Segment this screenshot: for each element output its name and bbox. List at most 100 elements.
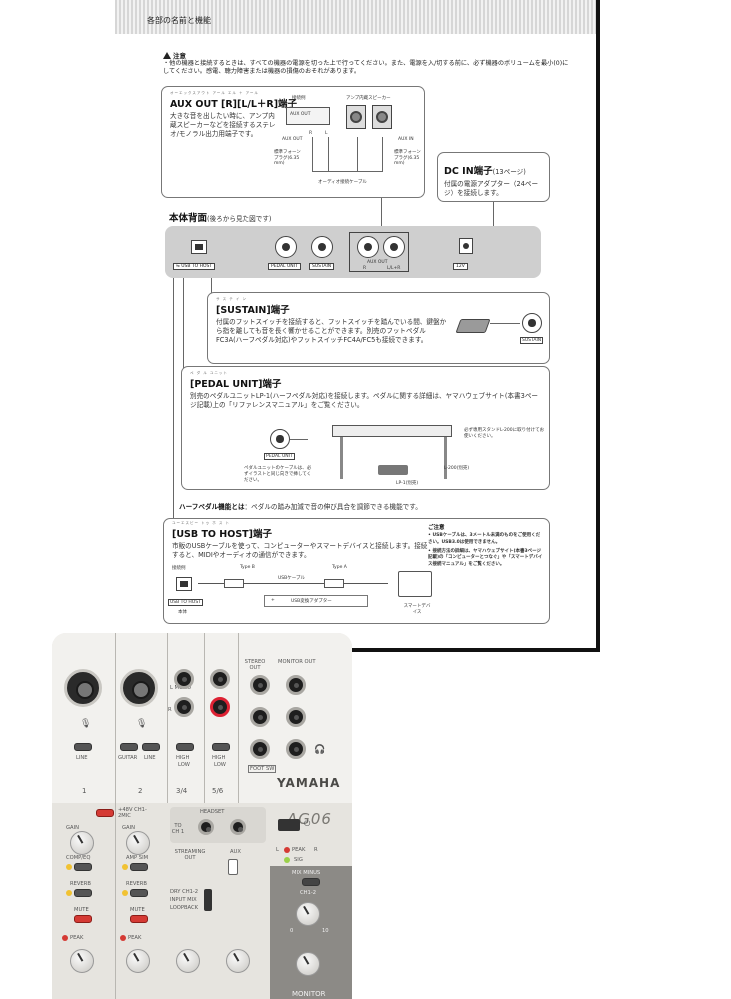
headset-mic-jack[interactable]: [198, 819, 214, 835]
warning-icon: [163, 52, 171, 59]
usb-to-host-box: ユーエスビー トゥ ホ ス ト [USB TO HOST]端子 市販のUSBケー…: [163, 518, 550, 624]
ch1-line-label: LINE: [76, 755, 88, 761]
mix-minus-label: MIX MINUS: [292, 870, 321, 876]
panel-aux-out-label: AUX OUT: [367, 260, 388, 265]
dc-in-page-ref: (13ページ): [492, 168, 526, 176]
reverb1-button[interactable]: [74, 889, 92, 897]
footswitch-sketch: [455, 319, 491, 333]
rear-subtitle: (後ろから見た図です): [207, 215, 272, 223]
headset-label: HEADSET: [200, 809, 225, 815]
sustain-box: サ ス テ イ ン [SUSTAIN]端子 付属のフットスイッチを接続すると、フ…: [207, 292, 550, 364]
mic-icon-1: 🎙: [80, 719, 92, 729]
ch34-r-label: R: [168, 707, 172, 713]
aux-device-sketch: AUX OUT: [286, 107, 330, 125]
panel-aux-l-label: L/L+R: [387, 266, 401, 271]
speaker-right: [372, 105, 392, 129]
headset-phones-jack[interactable]: [230, 819, 246, 835]
sustain-diagram-label: SUSTAIN: [520, 337, 544, 344]
phantom-power-button[interactable]: [96, 809, 114, 817]
mute2-button[interactable]: [130, 915, 148, 923]
sustain-body: 付属のフットスイッチを接続すると、フットスイッチを踏んでいる間、鍵盤から指を離し…: [216, 318, 447, 344]
ch2-level-knob[interactable]: [126, 949, 150, 973]
ch4-jack[interactable]: [174, 697, 194, 717]
stereo-out-l-jack[interactable]: [250, 675, 270, 695]
stereo-out-r-jack[interactable]: [250, 707, 270, 727]
ch56-gain-switch[interactable]: [212, 743, 230, 751]
rca-red-jack[interactable]: [210, 697, 230, 717]
comp-eq-label: COMP/EQ: [66, 855, 91, 861]
monitor-label: MONITOR: [292, 990, 326, 998]
rear-title: 本体背面: [169, 213, 208, 224]
monitor-out-r-jack[interactable]: [286, 707, 306, 727]
stand-note: 必ず専用スタンドL-200に取り付けてお使いください。: [464, 428, 545, 439]
monitor-section: MIX MINUS CH1-2 0 10 MONITOR: [270, 866, 352, 999]
channel-r-label: R: [309, 131, 313, 136]
channel-56-number: 5/6: [212, 787, 224, 795]
ch1-gain-knob[interactable]: [70, 831, 94, 855]
usb-symbol-icon: ⇋: [176, 264, 182, 269]
lp1-label: LP-1(別売): [396, 481, 419, 486]
sig-led-label: SIG: [294, 857, 303, 863]
aux-input-jack[interactable]: [228, 859, 238, 875]
adapter-plus: +: [271, 598, 275, 603]
ch1-combo-jack[interactable]: [64, 669, 102, 707]
pedal-sketch: [378, 465, 408, 475]
peak-led-label: PEAK: [292, 847, 306, 853]
pedal-ruby: ペ ダ ル ユニット: [190, 371, 228, 375]
usb-title: [USB TO HOST]端子: [172, 529, 273, 540]
rca-white-jack[interactable]: [210, 669, 230, 689]
smart-device-label: スマートデバイス: [403, 604, 431, 615]
ch34-level-knob[interactable]: [176, 949, 200, 973]
half-pedal-text: ：ペダルの踏み加減で音の伸び具合を調節できる機能です。: [244, 503, 422, 511]
led-l-label: L: [276, 847, 279, 853]
loopback-switch[interactable]: [204, 889, 212, 911]
panel-aux-r-label: R: [363, 266, 367, 271]
ch2-guitar-button[interactable]: [120, 743, 138, 751]
aux-out-r-jack: [357, 236, 379, 258]
amp-sim-label: AMP SIM: [126, 855, 149, 861]
monitor-ch12-knob[interactable]: [296, 902, 320, 926]
amp-sim-button[interactable]: [130, 863, 148, 871]
ch56-level-knob[interactable]: [226, 949, 250, 973]
mute1-button[interactable]: [74, 915, 92, 923]
smart-device-sketch: [398, 571, 432, 597]
dc-in-port: [459, 238, 473, 254]
mix-minus-button[interactable]: [302, 878, 320, 886]
ch2-gain-knob[interactable]: [126, 831, 150, 855]
usb-example-label: 接続例: [172, 566, 186, 571]
caution-block: 注意 ・他の機器と接続するときは、すべての機器の電源を切った上で行ってください。…: [163, 52, 573, 76]
ch2-combo-jack[interactable]: [120, 669, 158, 707]
input-mix-label: INPUT MIX: [170, 897, 197, 903]
headphone-jack[interactable]: [286, 739, 306, 759]
power-switch[interactable]: [278, 819, 300, 831]
audio-cable-label: オーディオ接続ケーブル: [318, 180, 367, 185]
mixer-photo: 🎙 🎙 L MONO R STEREO OUT MONITOR OUT FOOT…: [52, 633, 352, 999]
ch1-level-knob[interactable]: [70, 949, 94, 973]
ch2-line-label: LINE: [144, 755, 156, 761]
foot-sw-label: FOOT SW: [248, 765, 277, 773]
sustain-jack: [311, 236, 333, 258]
usb-notice-1: USBケーブルは、3メートル未満のものをご使用ください。USB3.0は使用できま…: [428, 533, 541, 545]
reverb2-button[interactable]: [130, 889, 148, 897]
ch56-high-label: HIGH: [212, 755, 226, 761]
ch2-line-button[interactable]: [142, 743, 160, 751]
power-icon: ⏻: [304, 819, 311, 828]
headset-section: [170, 807, 266, 843]
stereo-out-label: STEREO OUT: [244, 659, 266, 671]
comp-eq-button[interactable]: [74, 863, 92, 871]
manual-page: 各部の名前と機能 注意 ・他の機器と接続するときは、すべての機器の電源を切った上…: [115, 0, 600, 652]
monitor-out-l-jack[interactable]: [286, 675, 306, 695]
pedal-title: [PEDAL UNIT]端子: [190, 379, 282, 390]
foot-sw-jack[interactable]: [250, 739, 270, 759]
mic-icon-2: 🎙: [136, 719, 148, 729]
ch3-jack[interactable]: [174, 669, 194, 689]
reverb1-label: REVERB: [70, 881, 91, 887]
dc-in-label: 12V: [453, 263, 468, 270]
ch34-gain-switch[interactable]: [176, 743, 194, 751]
pedal-diagram-label: PEDAL UNIT: [264, 453, 295, 460]
monitor-level-knob[interactable]: [296, 952, 320, 976]
ch1-line-button[interactable]: [74, 743, 92, 751]
headphone-icon: 🎧: [314, 745, 326, 755]
ch34-low-label: LOW: [178, 762, 190, 768]
aux-out-label: AUX OUT: [282, 137, 303, 142]
